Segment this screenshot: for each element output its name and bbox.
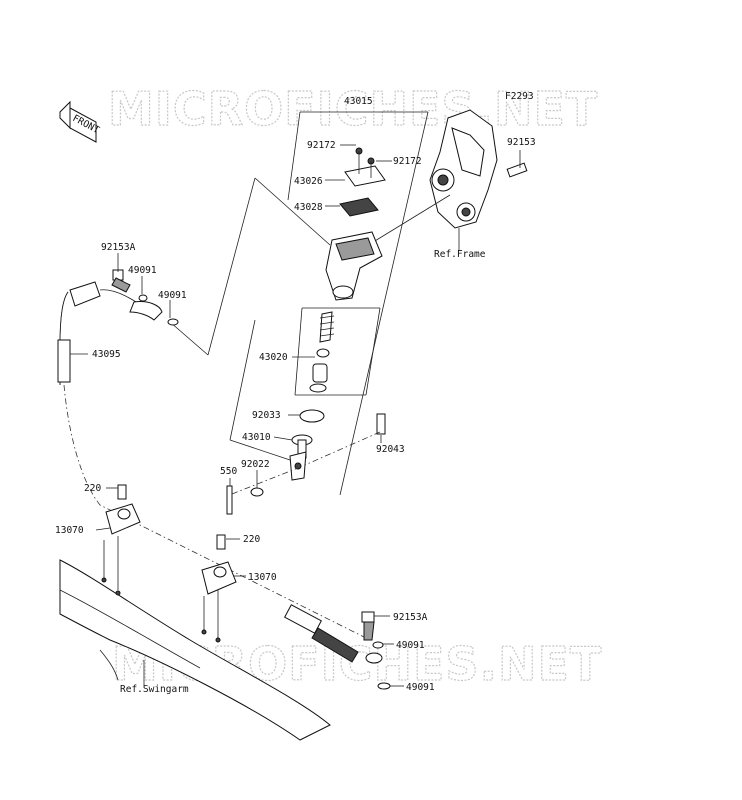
label-13070-a: 13070 [55,525,84,536]
label-550: 550 [220,466,237,477]
leader-lines [70,144,521,687]
label-49091-a: 49091 [128,265,157,276]
front-arrow-icon: FRONT [59,100,101,143]
label-43095: 43095 [92,349,121,360]
label-43010: 43010 [242,432,271,443]
label-43026: 43026 [294,176,323,187]
label-92153a-top: 92153A [101,242,136,253]
brake-hose [57,281,371,641]
swingarm [59,559,331,741]
label-ref-frame: Ref.Frame [434,249,486,260]
assembly-43015-bracket [169,111,429,496]
label-92153a-bottom: 92153A [393,612,428,623]
snap-ring [299,409,325,423]
label-43020: 43020 [259,352,288,363]
label-43028: 43028 [294,202,323,213]
piston-kit [294,307,381,396]
master-cylinder-body [325,231,383,301]
label-ref-swingarm: Ref.Swingarm [120,684,189,695]
label-92172-a: 92172 [307,140,336,151]
frame-bracket [369,109,528,250]
cotter-pin [226,467,299,515]
label-92043: 92043 [376,444,405,455]
label-92022: 92022 [241,459,270,470]
label-49091-b: 49091 [158,290,187,301]
hose-clamp-1 [103,484,141,590]
label-13070-b: 13070 [248,572,277,583]
figure-code: F2293 [505,91,534,102]
label-49091-c: 49091 [396,640,425,651]
caliper-hose-end [284,604,391,690]
clevis-pin [304,413,386,466]
push-rod [289,434,313,481]
label-92172-b: 92172 [393,156,422,167]
reservoir-cap [339,147,386,217]
label-220-b: 220 [243,534,260,545]
washer-92022 [250,487,264,497]
label-92153: 92153 [507,137,536,148]
label-220-a: 220 [84,483,101,494]
label-92033: 92033 [252,410,281,421]
watermark-top: MICROFICHES.NET [108,82,598,136]
banjo-bolt-top [111,269,179,326]
label-43015: 43015 [344,96,373,107]
label-49091-d: 49091 [406,682,435,693]
hose-clamp-2 [201,534,237,638]
